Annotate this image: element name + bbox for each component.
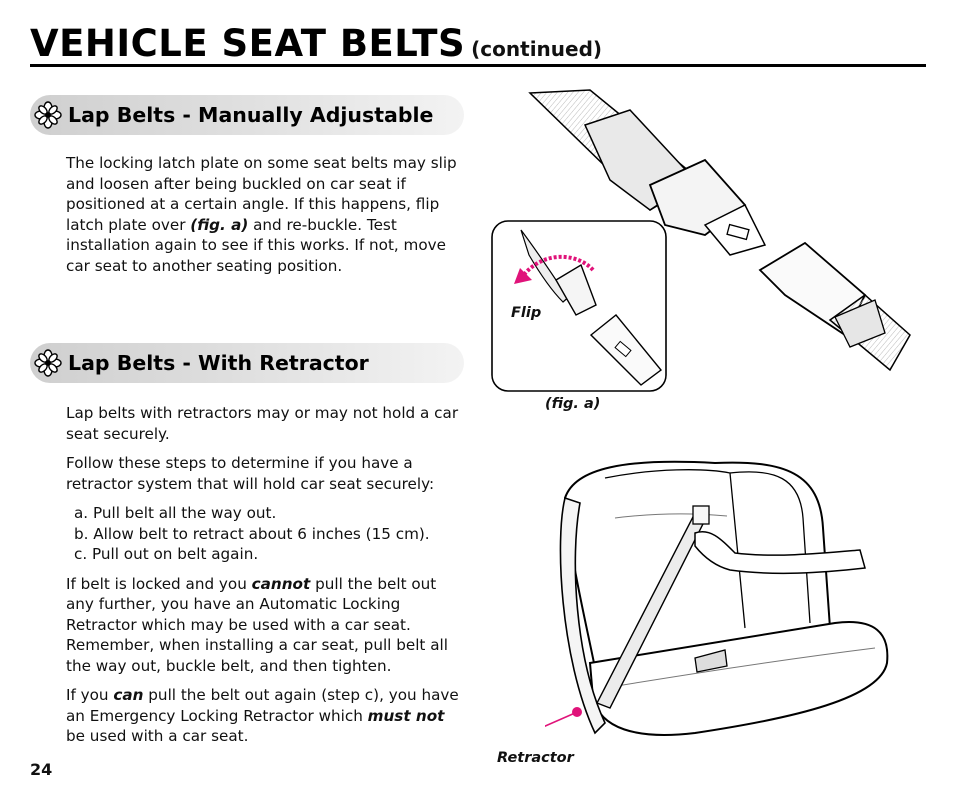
text-span: If you (66, 686, 114, 704)
list-item: c. Pull out on belt again. (74, 545, 259, 563)
steps-list: a. Pull belt all the way out. b. Allow b… (74, 503, 466, 565)
section-heading-retractor: Lap Belts - With Retractor (30, 343, 464, 383)
flip-arrow-icon (514, 254, 595, 284)
title-divider (30, 64, 926, 67)
section-heading-manual: Lap Belts - Manually Adjustable (30, 95, 464, 135)
page-number: 24 (30, 760, 53, 779)
flip-label: Flip (511, 305, 542, 321)
paragraph-cannot: If belt is locked and you cannot pull th… (66, 574, 466, 677)
emphasis: must not (367, 706, 445, 725)
text-span: pull the belt out any further, you have … (66, 574, 448, 675)
list-item: b. Allow belt to retract about 6 inches … (74, 524, 430, 543)
section-heading-label: Lap Belts - Manually Adjustable (68, 103, 434, 127)
flower-bullet-icon (34, 349, 62, 377)
flower-bullet-icon (34, 101, 62, 129)
text-span: If belt is locked and you (66, 574, 252, 593)
paragraph-can: If you can pull the belt out again (step… (66, 685, 466, 747)
figure-caption: (fig. a) (545, 396, 601, 412)
emphasis: cannot (251, 574, 311, 593)
figure-reference: (fig. a) (190, 215, 249, 234)
text-span: pull the belt out again (step c), you ha… (66, 686, 459, 725)
page-title: VEHICLE SEAT BELTS (30, 22, 466, 65)
list-item: a. Pull belt all the way out. (74, 504, 277, 522)
section-heading-label: Lap Belts - With Retractor (68, 351, 369, 375)
section-body-retractor: Lap belts with retractors may or may not… (66, 403, 466, 756)
text-span: The locking latch plate on some seat bel… (66, 154, 457, 234)
car-seat-illustration (545, 460, 889, 736)
text-span: and re-buckle. Test installation again t… (66, 215, 446, 275)
belt-buckle-illustration (528, 89, 911, 372)
paragraph-steps-intro: Follow these steps to determine if you h… (66, 454, 435, 493)
paragraph-intro: Lap belts with retractors may or may not… (66, 404, 459, 443)
retractor-label: Retractor (497, 750, 574, 766)
paragraph: The locking latch plate on some seat bel… (66, 153, 466, 276)
text-span: be used with a car seat. (66, 727, 249, 745)
page-header: VEHICLE SEAT BELTS(continued) (30, 22, 926, 65)
emphasis: can (113, 686, 144, 704)
section-body-manual: The locking latch plate on some seat bel… (66, 153, 466, 285)
page-subtitle: (continued) (471, 37, 603, 61)
